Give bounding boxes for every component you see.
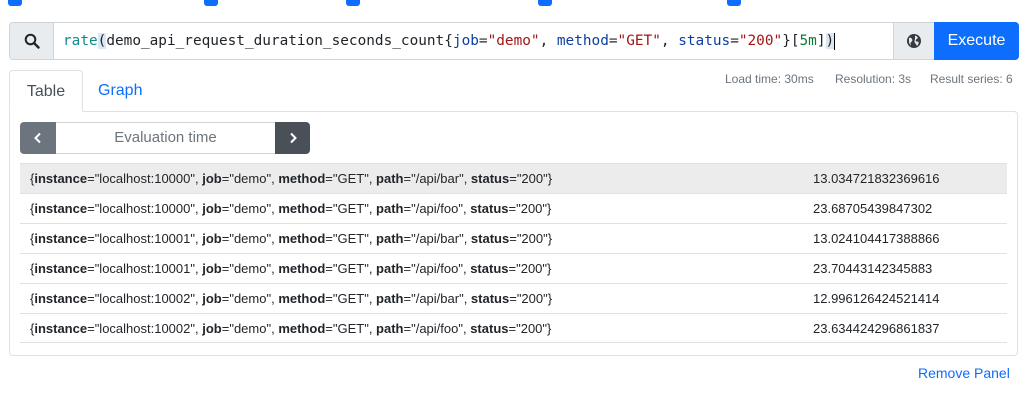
series-value: 12.996126424521414 — [813, 291, 940, 306]
load-time: Load time: 30ms — [725, 72, 814, 86]
series-value: 23.68705439847302 — [813, 201, 933, 216]
option-checkbox[interactable] — [346, 0, 360, 6]
results-table: {instance="localhost:10000", job="demo",… — [20, 163, 1007, 343]
expr-brace-open: { — [444, 33, 453, 49]
metrics-explorer-button[interactable] — [893, 23, 934, 59]
expression-input[interactable]: rate(demo_api_request_duration_seconds_c… — [63, 32, 836, 50]
expr-func: rate — [63, 33, 98, 49]
evaluation-time-input[interactable]: Evaluation time — [56, 122, 275, 154]
table-row: {instance="localhost:10002", job="demo",… — [20, 283, 1007, 313]
evaluation-time-group: Evaluation time — [20, 122, 310, 154]
expr-metric: demo_api_request_duration_seconds_count — [106, 33, 445, 49]
expr-paren-open: ( — [97, 33, 107, 49]
table-panel — [9, 111, 1018, 356]
query-bar: rate(demo_api_request_duration_seconds_c… — [9, 22, 1019, 60]
chevron-left-icon — [34, 132, 41, 144]
eval-prev-button[interactable] — [20, 122, 56, 154]
expr-paren-close: ) — [825, 33, 835, 49]
series-value: 13.024104417388866 — [813, 231, 940, 246]
search-icon — [24, 33, 40, 49]
tab-graph[interactable]: Graph — [98, 82, 143, 99]
resolution: Resolution: 3s — [835, 72, 912, 86]
option-checkbox[interactable] — [727, 0, 741, 6]
series-labels: {instance="localhost:10002", job="demo",… — [30, 291, 553, 306]
expr-label-status: status — [678, 33, 731, 49]
eval-next-button[interactable] — [275, 122, 310, 154]
remove-panel-link[interactable]: Remove Panel — [918, 365, 1010, 381]
table-row: {instance="localhost:10001", job="demo",… — [20, 223, 1007, 253]
series-value: 23.634424296861837 — [813, 321, 940, 336]
expr-value-status: "200" — [738, 33, 783, 49]
series-labels: {instance="localhost:10000", job="demo",… — [30, 201, 552, 216]
series-labels: {instance="localhost:10002", job="demo",… — [30, 321, 552, 336]
series-value: 23.70443142345883 — [813, 261, 933, 276]
option-checkbox[interactable] — [204, 0, 218, 6]
expr-range: 5m — [799, 33, 817, 49]
option-checkbox[interactable] — [538, 0, 552, 6]
table-row: {instance="localhost:10002", job="demo",… — [20, 313, 1007, 343]
expr-value-method: "GET" — [617, 33, 661, 49]
series-labels: {instance="localhost:10000", job="demo",… — [30, 171, 553, 186]
options-strip — [0, 0, 1029, 8]
series-value: 13.034721832369616 — [813, 171, 940, 186]
globe-icon — [907, 34, 921, 48]
series-labels: {instance="localhost:10001", job="demo",… — [30, 261, 552, 276]
expr-value-job: "demo" — [487, 33, 540, 49]
tab-table[interactable]: Table — [9, 70, 83, 112]
table-row: {instance="localhost:10000", job="demo",… — [20, 193, 1007, 223]
search-button[interactable] — [10, 23, 54, 59]
expr-label-method: method — [556, 33, 609, 49]
option-checkbox[interactable] — [8, 0, 22, 6]
expr-label-job: job — [452, 33, 479, 49]
execute-button[interactable]: Execute — [934, 22, 1019, 60]
chevron-right-icon — [289, 132, 297, 144]
text-caret — [834, 32, 836, 50]
result-series: Result series: 6 — [930, 72, 1013, 86]
table-row: {instance="localhost:10001", job="demo",… — [20, 253, 1007, 283]
table-row: {instance="localhost:10000", job="demo",… — [20, 163, 1007, 193]
series-labels: {instance="localhost:10001", job="demo",… — [30, 231, 553, 246]
